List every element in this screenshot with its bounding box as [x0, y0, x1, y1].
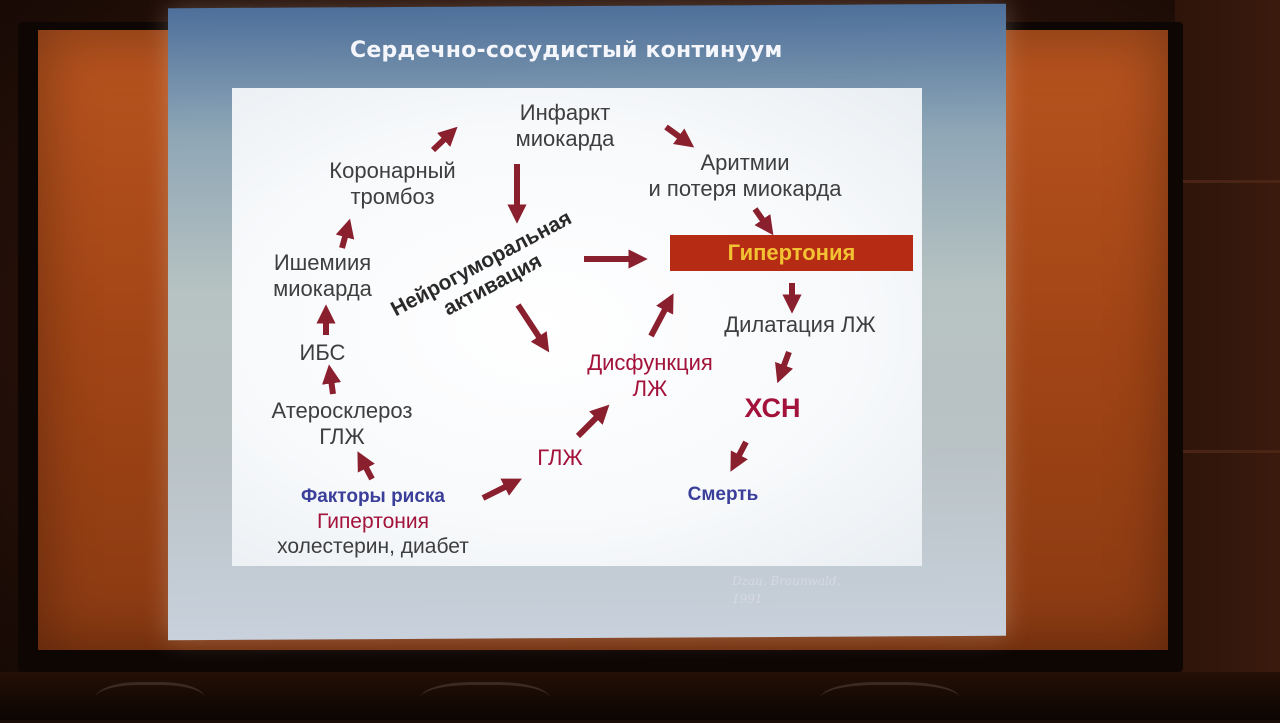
node-atherosclerosis: Атеросклероз ГЛЖ: [242, 398, 442, 450]
node-lvh: ГЛЖ: [537, 445, 583, 470]
node-infarct: Инфаркт миокарда: [490, 100, 640, 152]
slide-citation: Dzau, Braunwald, 1991: [732, 572, 892, 618]
node-coronary-line2: тромбоз: [350, 184, 435, 209]
node-death: Смерть: [687, 484, 759, 505]
node-arrhythmia-line1: Аритмии: [700, 150, 790, 175]
node-lv-dysfunction: Дисфункция ЛЖ: [555, 350, 745, 402]
node-ischemia-line1: Ишемиия: [273, 250, 372, 275]
node-risk-line1: Факторы риска: [301, 486, 445, 507]
arrow-coronary-to-infarct: [430, 126, 458, 153]
hypertension-box: [670, 235, 913, 271]
arrow-risk-to-athero: [357, 451, 375, 481]
node-dysfunction-line1: Дисфункция: [587, 350, 713, 375]
chair-back: [820, 682, 960, 723]
node-risk-factors: Факторы риска Гипертония холестерин, диа…: [228, 484, 518, 559]
node-arrhythmia: Аритмии и потеря миокарда: [610, 150, 880, 202]
node-ischemia-line2: миокарда: [273, 276, 372, 301]
arrow-risk-to-lvh: [481, 478, 522, 501]
arrow-dysfunction-to-htn: [648, 293, 674, 338]
wall-panel: [1175, 0, 1280, 720]
node-ibs: ИБС: [299, 340, 346, 365]
node-risk-line3: холестерин, диабет: [277, 535, 469, 558]
node-arrhythmia-line2: и потеря миокарда: [648, 176, 842, 201]
hypertension-label: Гипертония: [727, 240, 856, 265]
arrow-arrhythmia-to-htn: [752, 207, 774, 236]
node-ischemia: Ишемиия миокарда: [250, 250, 395, 302]
node-infarct-line2: миокарда: [515, 126, 615, 151]
chair-back: [420, 682, 550, 723]
diagram-panel: [232, 88, 922, 566]
node-coronary-thrombosis: Коронарный тромбоз: [305, 158, 480, 210]
arrow-infarct-to-arrhythmia: [664, 124, 695, 148]
arrow-dilation-to-chf: [775, 350, 794, 384]
citation-line2: 1991: [732, 592, 763, 606]
arrow-chf-to-death: [730, 440, 749, 472]
node-risk-line2: Гипертония: [317, 510, 429, 533]
citation-line1: Dzau, Braunwald,: [732, 574, 841, 588]
node-lv-dilation: Дилатация ЛЖ: [724, 312, 876, 337]
node-athero-line1: Атеросклероз: [271, 398, 413, 423]
node-dysfunction-line2: ЛЖ: [632, 376, 668, 401]
node-coronary-line1: Коронарный: [329, 158, 456, 183]
arrow-ischemia-to-coronary: [335, 218, 355, 249]
node-infarct-line1: Инфаркт: [519, 100, 611, 125]
arrow-lvh-to-dysfunction: [575, 404, 610, 439]
auditorium-floor: [0, 672, 1280, 720]
node-athero-line2: ГЛЖ: [319, 424, 365, 449]
node-chf: ХСН: [744, 393, 801, 423]
arrow-athero-to-ibs: [322, 364, 342, 395]
slide-title: Сердечно-сосудистый континуум: [350, 38, 783, 63]
arrow-neuro-to-dysfunction: [515, 303, 550, 353]
chair-back: [95, 682, 205, 723]
